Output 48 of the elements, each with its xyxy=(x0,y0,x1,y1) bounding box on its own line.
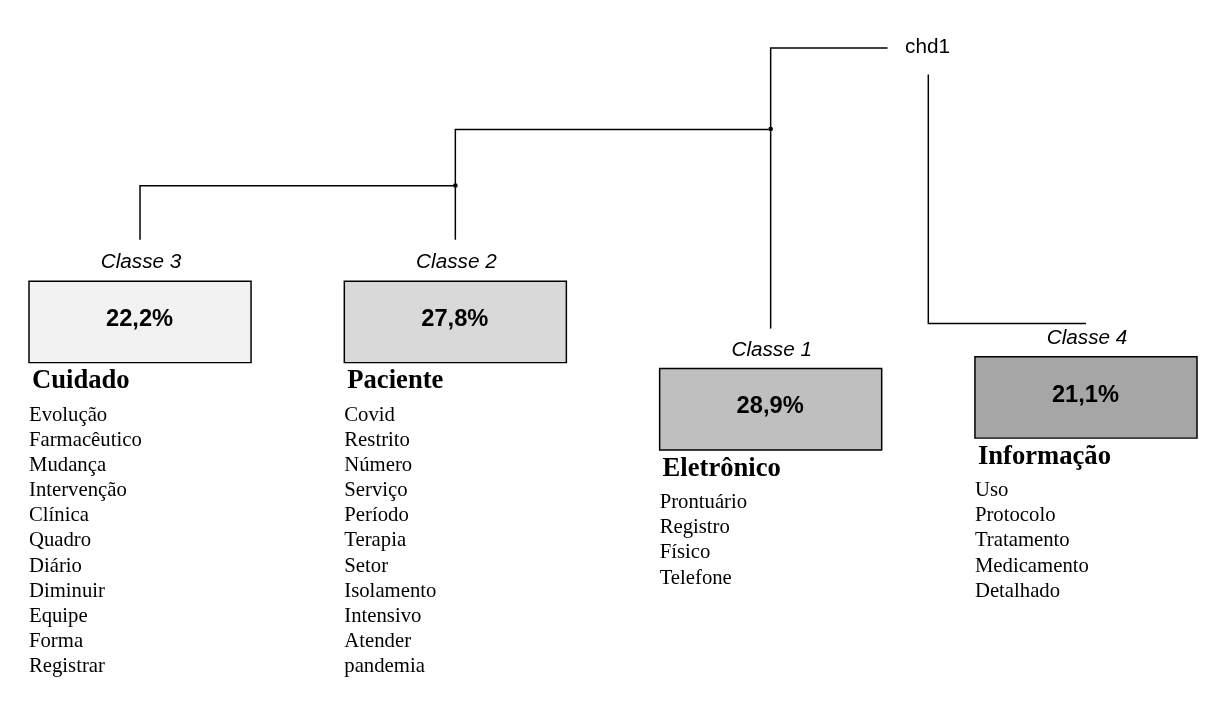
node-label: Registro xyxy=(659,514,730,537)
node-label: Cuidado xyxy=(31,363,130,394)
connector xyxy=(769,46,889,128)
node-point xyxy=(453,182,458,188)
node-label: Número xyxy=(344,452,413,475)
node-label: Covid xyxy=(344,402,395,425)
node-label: Período xyxy=(344,502,409,525)
node-label: Atender xyxy=(344,628,412,651)
node-label: Isolamento xyxy=(344,578,437,601)
node-label: Clínica xyxy=(29,502,89,525)
node-label: Terapia xyxy=(344,527,407,550)
node-label: Eletrônico xyxy=(662,451,781,482)
connector xyxy=(769,130,772,329)
node-label: Intensivo xyxy=(344,603,422,626)
node-label: Restrito xyxy=(344,427,410,450)
connector xyxy=(454,128,770,184)
node-label: Classe 2 xyxy=(416,248,497,272)
node-label: Setor xyxy=(344,553,389,576)
node-label: Diário xyxy=(29,553,82,576)
node-label: Paciente xyxy=(347,363,444,394)
connector xyxy=(927,73,1087,324)
node-label: Quadro xyxy=(29,527,92,550)
node-label: Tratamento xyxy=(974,527,1070,550)
connector xyxy=(454,186,457,240)
node-point xyxy=(768,126,773,131)
node-label: Classe 1 xyxy=(731,336,813,360)
node-label: Equipe xyxy=(29,603,88,626)
node-label: Uso xyxy=(974,477,1009,500)
node-label: Classe 3 xyxy=(100,248,182,272)
node-text: chd1 xyxy=(905,33,951,57)
node-label: Serviço xyxy=(344,477,408,500)
node-label: Classe 4 xyxy=(1046,324,1128,348)
node-label: Físico xyxy=(659,539,711,562)
node-label: Protocolo xyxy=(974,502,1056,525)
node-label: Telefone xyxy=(659,564,732,587)
node-label: Mudança xyxy=(29,452,107,475)
node-label: Prontuário xyxy=(659,489,748,512)
node-label: Medicamento xyxy=(974,553,1089,576)
node-label: Farmacêutico xyxy=(29,427,142,450)
node-label: Diminuir xyxy=(29,578,105,601)
node-label: Forma xyxy=(29,628,84,651)
node-label: Evolução xyxy=(29,402,108,425)
node-label: pandemia xyxy=(344,653,425,676)
node-label: Detalhado xyxy=(974,578,1061,601)
node-label: Registrar xyxy=(29,653,105,676)
node-label: Informação xyxy=(977,439,1112,470)
node-label: Intervenção xyxy=(29,477,127,500)
connector xyxy=(139,184,455,240)
